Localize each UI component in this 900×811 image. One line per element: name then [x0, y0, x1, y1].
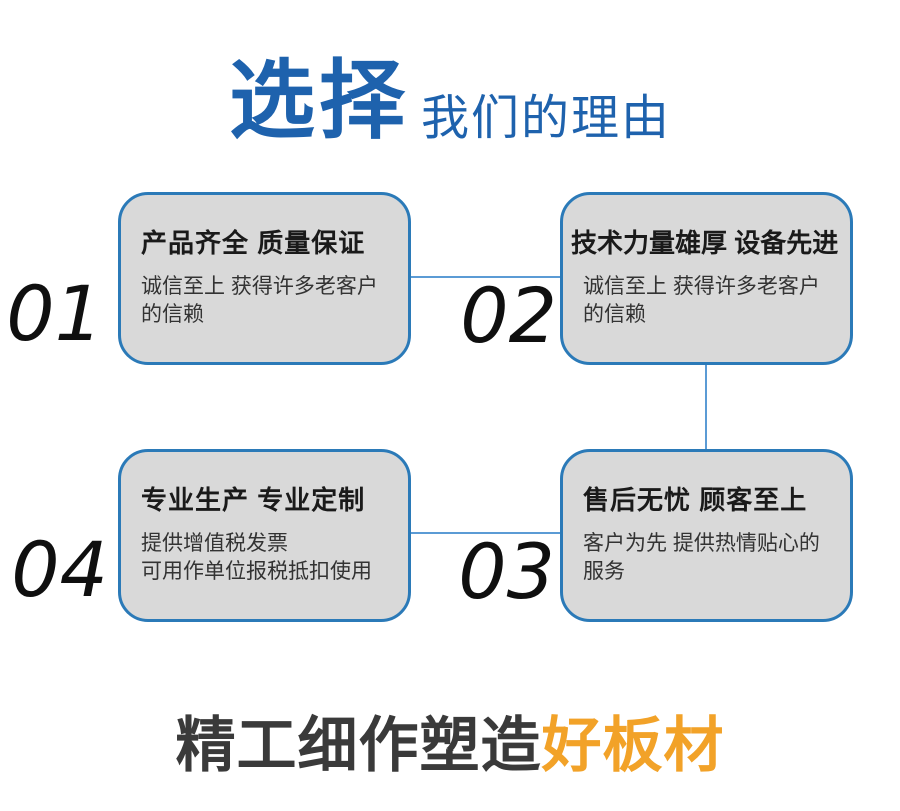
reason-card-desc: 提供增值税发票 可用作单位报税抵扣使用	[141, 532, 372, 583]
footer-headline-dark: 精工细作塑造	[175, 712, 542, 779]
reason-card-title: 技术力量雄厚 设备先进	[571, 228, 839, 258]
reason-card-desc: 诚信至上 获得许多老客户 的信赖	[141, 275, 378, 326]
reason-card-desc: 客户为先 提供热情贴心的 服务	[583, 532, 820, 583]
step-number-01: 01	[6, 269, 103, 358]
connector-top-horizontal	[411, 276, 560, 278]
step-number-03: 03	[458, 527, 555, 616]
reason-card-01: 产品齐全 质量保证 诚信至上 获得许多老客户 的信赖	[118, 192, 411, 365]
reason-card-title: 产品齐全 质量保证	[141, 228, 366, 258]
reason-card-desc: 诚信至上 获得许多老客户 的信赖	[583, 275, 820, 326]
step-number-02: 02	[460, 271, 557, 360]
footer-headline-accent: 好板材	[541, 712, 725, 779]
reason-card-title: 专业生产 专业定制	[141, 485, 366, 515]
reason-card-04: 专业生产 专业定制 提供增值税发票 可用作单位报税抵扣使用	[118, 449, 411, 622]
title-sub-text: 我们的理由	[420, 91, 671, 145]
connector-vertical	[705, 364, 707, 450]
footer-headline: 精工细作塑造好板材	[0, 714, 900, 777]
step-number-04: 04	[11, 525, 108, 614]
page-title: 选择 我们的理由	[0, 58, 900, 144]
reason-card-title: 售后无忧 顾客至上	[583, 485, 808, 515]
connector-bottom-horizontal	[411, 532, 560, 534]
title-main-text: 选择	[228, 53, 409, 149]
reason-card-02: 技术力量雄厚 设备先进 诚信至上 获得许多老客户 的信赖	[560, 192, 853, 365]
reason-card-03: 售后无忧 顾客至上 客户为先 提供热情贴心的 服务	[560, 449, 853, 622]
